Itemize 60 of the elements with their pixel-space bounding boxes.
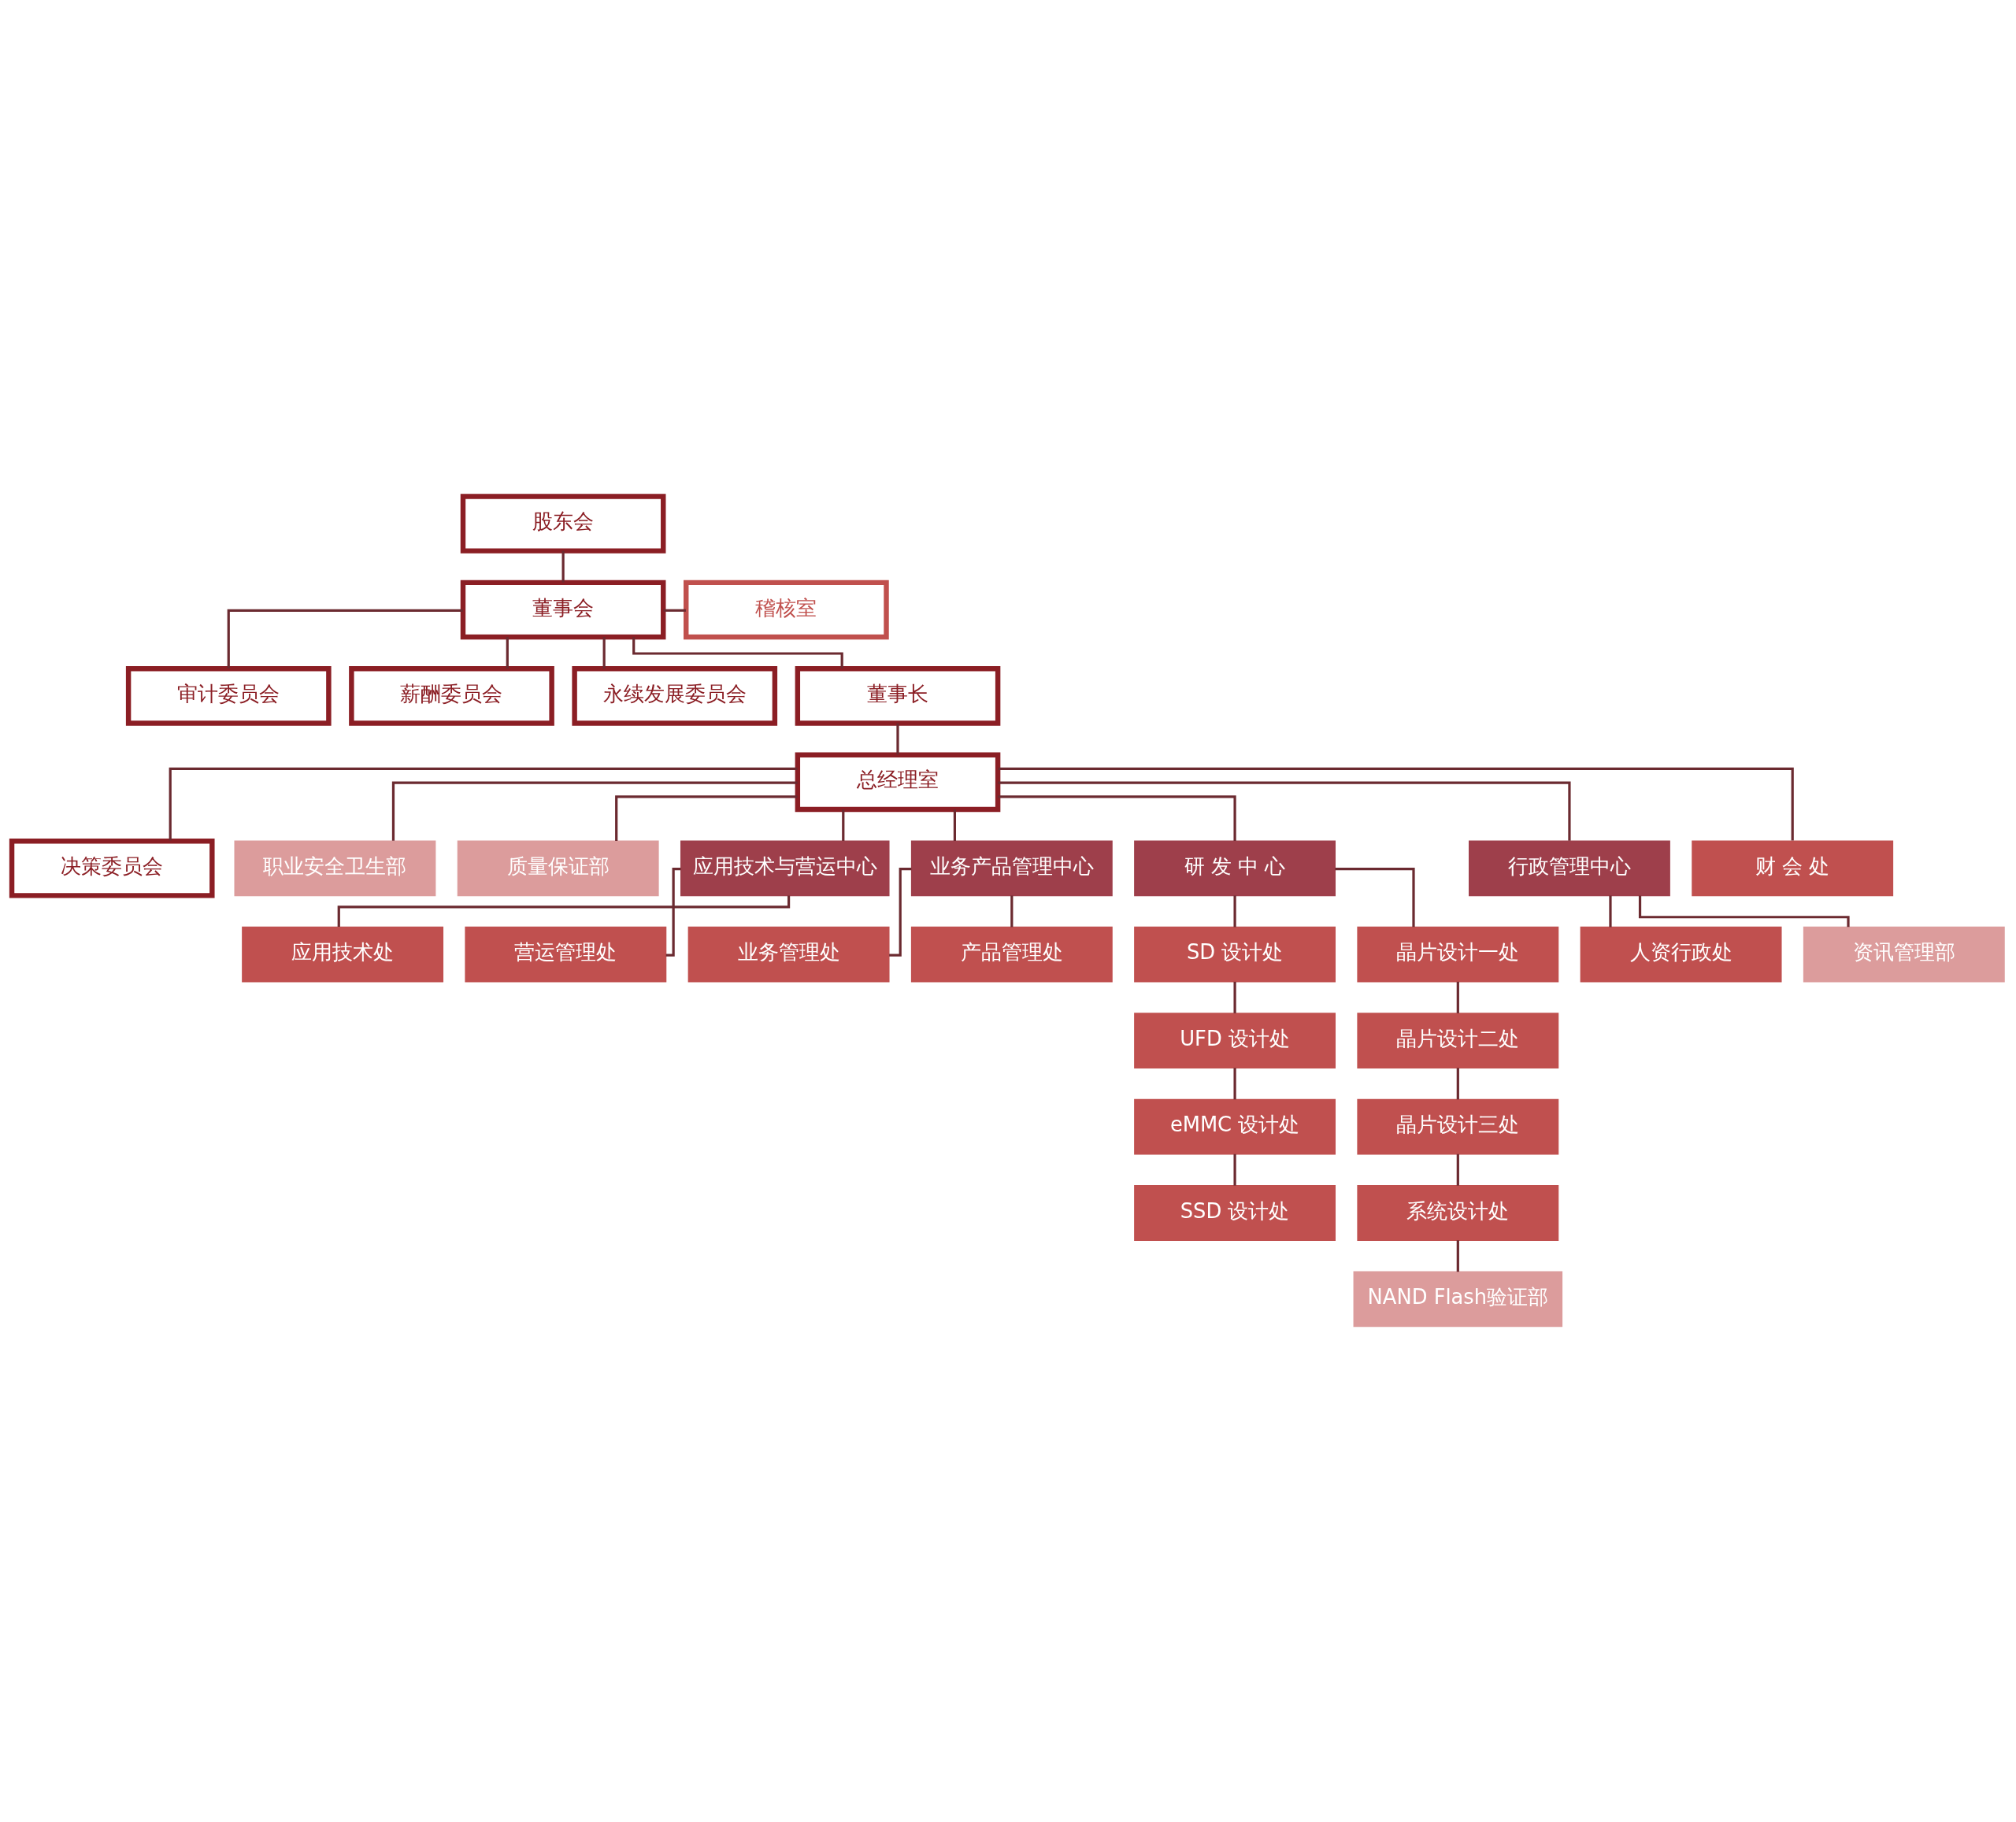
node-box: 稽核室 [684,580,889,639]
connector [998,781,1571,841]
node-box: SD 设计处 [1134,926,1336,983]
connector [615,794,798,841]
connector [1456,1154,1459,1186]
connector [889,867,912,957]
connector [663,609,686,612]
node-box: 营运管理处 [465,926,667,983]
connector [998,794,1236,841]
connector [1456,1239,1459,1272]
connector [632,636,843,668]
connector [337,894,791,927]
node-box: 质量保证部 [457,839,659,896]
node-box: 应用技术与营运中心 [680,839,890,896]
node-box: 研 发 中 心 [1134,839,1336,896]
node-box: 决策委员会 [9,838,215,898]
node-box: 晶片设计三处 [1357,1098,1559,1154]
connector [953,809,956,841]
node-box: 股东会 [460,493,666,554]
node-box: UFD 设计处 [1134,1012,1336,1068]
connector [1233,981,1236,1013]
connector [561,550,565,583]
node-box: 审计委员会 [125,665,332,726]
node-box: 董事会 [460,580,666,639]
connector [1233,1154,1236,1186]
connector [169,767,798,841]
connector [602,636,606,668]
node-box: 总经理室 [795,752,1001,812]
node-box: 人资行政处 [1580,926,1782,983]
node-box: 业务产品管理中心 [910,839,1113,896]
connector [1233,894,1236,927]
node-box: 资讯管理部 [1803,926,2005,983]
connector [1010,894,1014,927]
node-box: eMMC 设计处 [1134,1098,1336,1154]
connector [842,809,845,841]
connector [1638,894,1850,927]
connector [1233,1067,1236,1099]
node-box: 行政管理中心 [1469,839,1670,896]
node-box: 晶片设计一处 [1357,926,1559,983]
node-box: 晶片设计二处 [1357,1012,1559,1068]
connector [1456,1067,1459,1099]
node-box: 系统设计处 [1357,1184,1559,1241]
connector [391,781,798,841]
node-box: 产品管理处 [910,926,1113,983]
connector [227,609,463,668]
node-box: 董事长 [795,665,1001,726]
node-box: 薪酬委员会 [349,665,554,726]
connector [896,723,899,755]
connector [506,636,509,668]
node-box: 财 会 处 [1692,839,1894,896]
node-box: SSD 设计处 [1134,1184,1336,1241]
connector [1609,894,1612,927]
node-box: 永续发展委员会 [572,665,778,726]
connector [998,767,1794,841]
connector [1335,867,1415,927]
node-box: 应用技术处 [242,926,444,983]
node-box: 职业安全卫生部 [234,839,436,896]
node-box: NAND Flash验证部 [1353,1271,1563,1327]
node-box: 业务管理处 [687,926,890,983]
connector [1456,981,1459,1013]
